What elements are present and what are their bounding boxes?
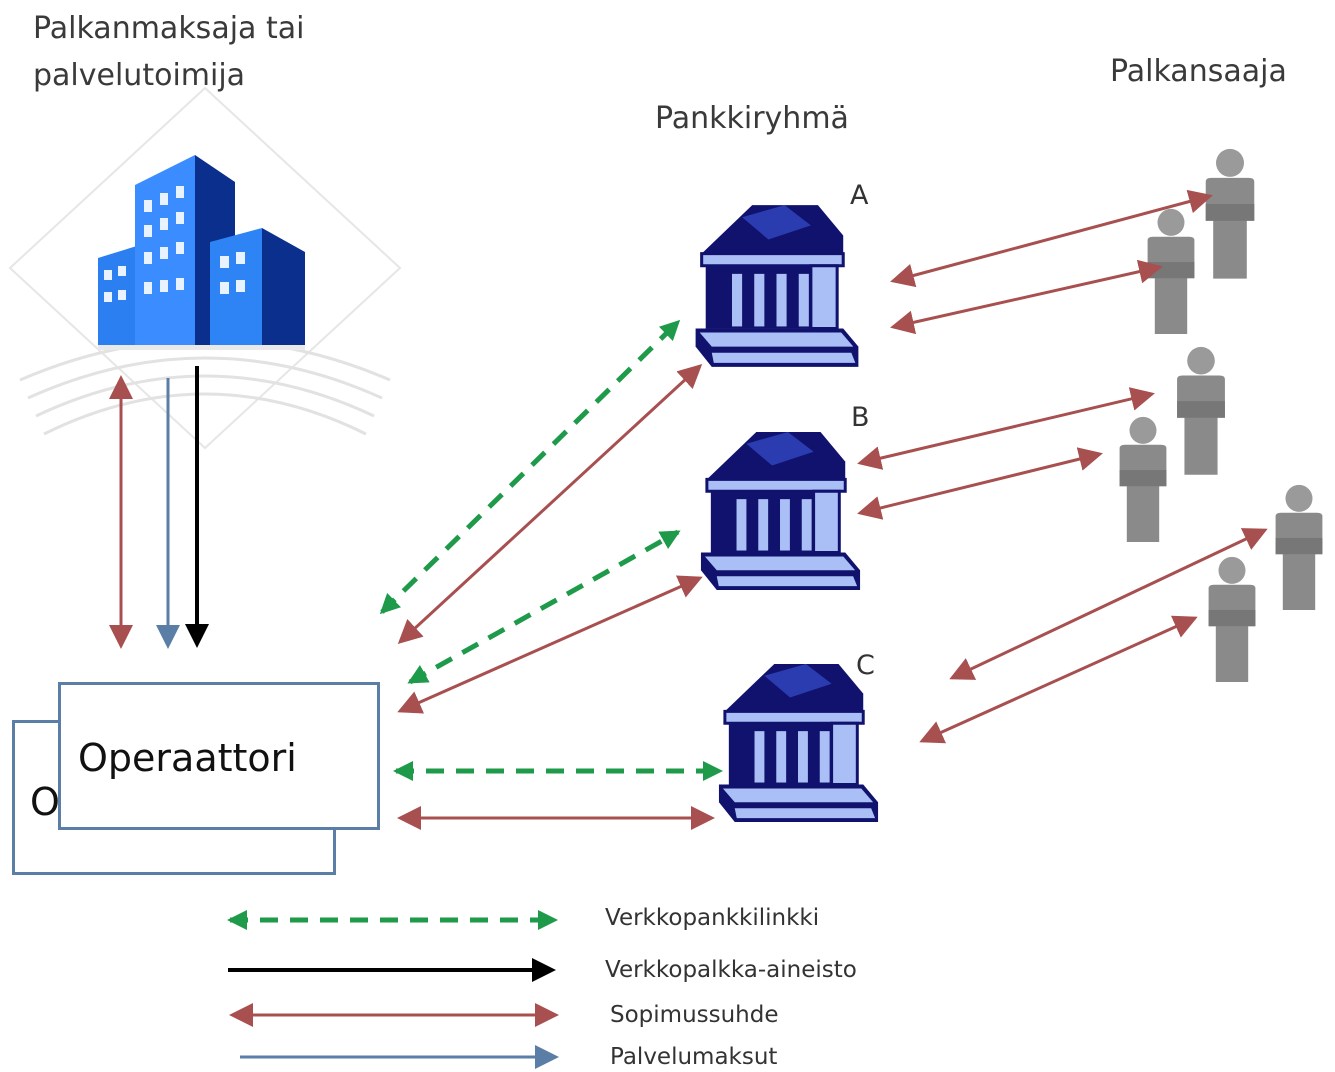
legend-fees-label: Palvelumaksut [610,1044,778,1070]
bank-c-label: C [856,650,875,681]
contract-arrow-b-1 [857,387,1155,470]
contract-arrow-b-2 [857,447,1103,520]
contract-arrow-bank-a [397,363,703,645]
netbank-link-a [379,319,681,615]
employee-group-c-icon [1208,484,1323,682]
legend-netbank-label: Verkkopankkilinkki [605,905,820,931]
company-building-icon [8,86,402,450]
employee-group-a-icon [1147,148,1255,334]
bank-a-icon [694,203,860,369]
bank-c-icon [717,662,880,824]
bank-group-label: Pankkiryhmä [655,101,849,136]
contract-arrow-bank-b [397,575,703,714]
bank-a-label: A [850,180,869,211]
payer-label-line2: palvelutoimija [33,58,246,93]
contract-arrow-c-2 [919,615,1198,744]
contract-arrow-a-2 [890,259,1163,335]
operator-label: Operaattori [78,736,297,780]
payer-label-line1: Palkanmaksaja tai [33,11,305,46]
operator-back-text: O [30,780,60,824]
employee-group-b-icon [1119,346,1225,542]
legend-payroll-label: Verkkopalkka-aineisto [605,957,857,983]
bank-b-icon [699,430,862,592]
legend-contract-label: Sopimussuhde [610,1002,779,1028]
employee-label: Palkansaaja [1110,54,1287,89]
operator-box-front [58,682,380,830]
